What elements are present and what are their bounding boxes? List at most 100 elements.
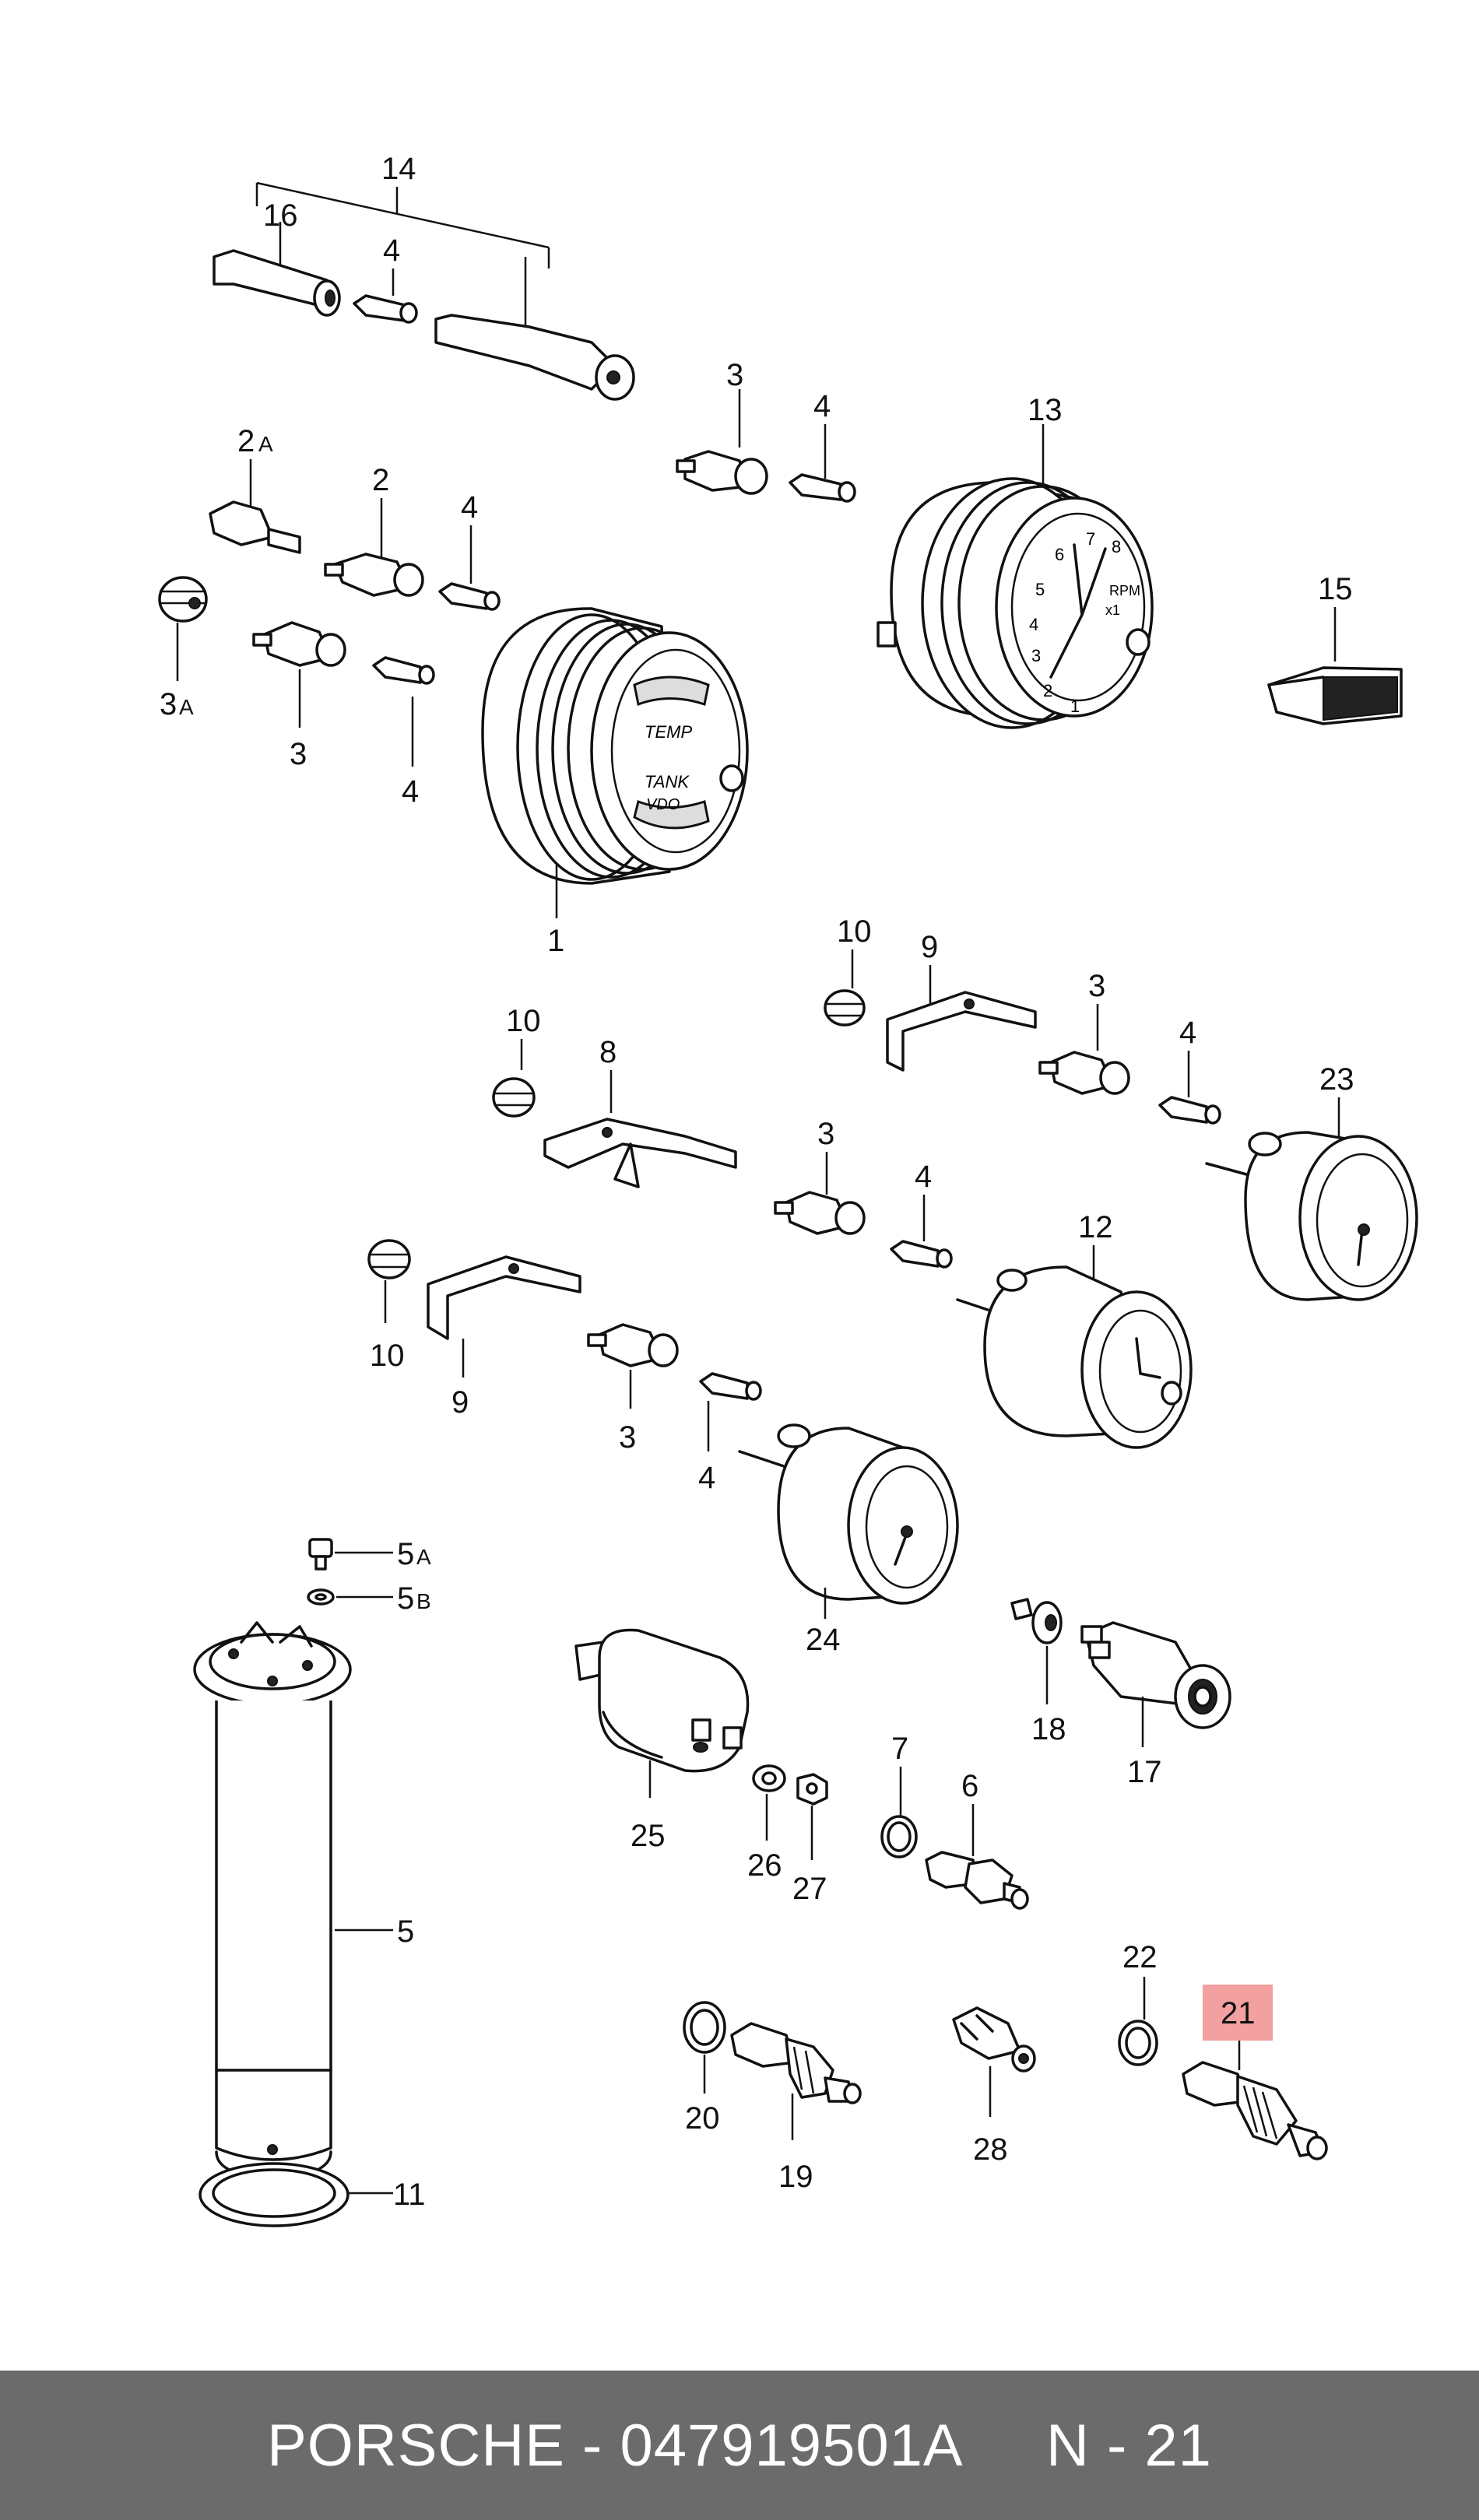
- callout-15: 15: [1318, 572, 1353, 606]
- callout-28: 28: [973, 2132, 1008, 2167]
- part-3-socket: [676, 450, 768, 495]
- part-9-bracket: [886, 991, 1037, 1072]
- part-3A-cap: [158, 576, 208, 623]
- tach-x-label: x1: [1105, 602, 1120, 618]
- callout-26: 26: [747, 1848, 782, 1883]
- tach-numeral-2: 2: [1043, 681, 1052, 700]
- callout-5: 5: [397, 1915, 414, 1949]
- callout-3A-suffix: A: [179, 695, 194, 719]
- part-27-nut: [796, 1773, 828, 1806]
- part-24-gauge: [738, 1423, 959, 1605]
- tach-numeral-7: 7: [1086, 529, 1095, 549]
- part-28-switch: [952, 2006, 1036, 2073]
- part-3-socket: [587, 1323, 679, 1367]
- part-4-bulb: [890, 1240, 953, 1269]
- tach-numeral-3: 3: [1031, 646, 1041, 665]
- callout-4: 4: [461, 490, 478, 525]
- part-17-socket: [1080, 1621, 1231, 1729]
- callout-3: 3: [290, 737, 307, 771]
- callout-4: 4: [383, 233, 400, 268]
- callout-4: 4: [1179, 1016, 1196, 1050]
- callout-10: 10: [370, 1339, 405, 1373]
- tach-numeral-4: 4: [1029, 615, 1038, 634]
- part-21-temperature-sensor: [1182, 2061, 1328, 2160]
- gauge1-temp-label: TEMP: [645, 722, 692, 742]
- callout-3: 3: [817, 1117, 834, 1151]
- tach-numeral-1: 1: [1070, 697, 1080, 716]
- tach-rpm-label: RPM: [1109, 583, 1140, 598]
- part-9-bracket: [427, 1255, 581, 1340]
- callout-5B-number: 5: [397, 1581, 414, 1616]
- callout-3: 3: [726, 358, 743, 392]
- callout-1: 1: [547, 924, 564, 958]
- callout-9: 9: [451, 1385, 469, 1420]
- part-10-knob: [824, 989, 866, 1027]
- callout-7: 7: [891, 1732, 908, 1766]
- callout-4: 4: [698, 1461, 715, 1495]
- part-8-bracket: [543, 1118, 737, 1188]
- callout-4: 4: [402, 774, 419, 809]
- callout-27: 27: [792, 1872, 827, 1906]
- callout-14: 14: [381, 152, 416, 186]
- part-10-knob: [367, 1239, 411, 1279]
- gauge1-vdo-label: VDO: [646, 796, 680, 813]
- part-25-sender: [574, 1628, 750, 1773]
- part-5A-screw: [308, 1538, 333, 1571]
- callout-3: 3: [619, 1420, 636, 1455]
- part-3-socket: [252, 621, 346, 667]
- part-15-lens: [1267, 666, 1403, 725]
- part-4-bulb: [438, 582, 501, 611]
- callout-10: 10: [506, 1004, 541, 1038]
- part-3-socket: [774, 1191, 866, 1235]
- part-11-gasket: [198, 2162, 350, 2227]
- callout-20: 20: [685, 2101, 720, 2136]
- part-1-combo-gauge: TEMP TANK VDO: [481, 607, 749, 885]
- part-4-bulb: [789, 473, 856, 503]
- tach-numeral-8: 8: [1112, 537, 1121, 556]
- tach-numeral-5: 5: [1035, 580, 1045, 599]
- callout-13: 13: [1028, 393, 1063, 427]
- callout-5B-suffix: B: [416, 1589, 431, 1613]
- callout-10: 10: [837, 914, 872, 949]
- callout-11: 11: [393, 2178, 426, 2212]
- callout-21-highlight: [1203, 1985, 1273, 2041]
- callout-3A-number: 3: [160, 687, 177, 721]
- footer-bar: PORSCHE - 047919501A N - 21: [0, 2371, 1479, 2520]
- callout-21: 21: [1221, 1996, 1256, 2030]
- callout-8: 8: [599, 1035, 617, 1069]
- callout-18: 18: [1031, 1712, 1066, 1746]
- part-4-bulb: [699, 1372, 762, 1401]
- callout-4: 4: [813, 389, 831, 423]
- part-26-washer: [752, 1764, 786, 1792]
- part-18-knob: [1010, 1598, 1063, 1644]
- part-5B-washer: [307, 1588, 335, 1606]
- part-5-fuel-sender: [193, 1621, 352, 2181]
- part-4-bulb: [353, 294, 418, 324]
- part-22-seal-ring: [1118, 2020, 1158, 2066]
- part-16-bulb-holder: [213, 249, 341, 317]
- callout-2A-number: 2: [237, 424, 255, 458]
- part-3-socket: [1038, 1051, 1130, 1095]
- callout-5A-suffix: A: [416, 1545, 431, 1569]
- callout-25: 25: [631, 1819, 666, 1853]
- tach-numeral-6: 6: [1055, 545, 1064, 564]
- callout-5A-number: 5: [397, 1537, 414, 1571]
- callout-6: 6: [961, 1769, 978, 1803]
- callout-24: 24: [806, 1623, 841, 1657]
- part-number-caption: PORSCHE - 047919501A N - 21: [267, 2412, 1212, 2479]
- part-12-clock: [956, 1265, 1193, 1449]
- part-19-switch: [730, 2022, 862, 2104]
- gauge1-tank-label: TANK: [645, 772, 690, 791]
- part-14-holder: [434, 314, 635, 401]
- part-7-seal-ring: [880, 1815, 918, 1858]
- part-2A-socket: [209, 500, 301, 554]
- part-14-bracket: [255, 181, 550, 342]
- part-23-gauge: [1205, 1131, 1418, 1301]
- part-2-socket: [324, 553, 424, 597]
- parts-diagram: 14 16 4 3 4 13 7: [158, 152, 1418, 2227]
- callout-19: 19: [778, 2160, 813, 2194]
- callout-22: 22: [1122, 1940, 1158, 1974]
- part-4-bulb: [1158, 1096, 1221, 1125]
- part-13-tachometer: 7 8 6 5 4 3 2 1 RPM x1: [877, 477, 1154, 729]
- callout-23: 23: [1319, 1062, 1354, 1097]
